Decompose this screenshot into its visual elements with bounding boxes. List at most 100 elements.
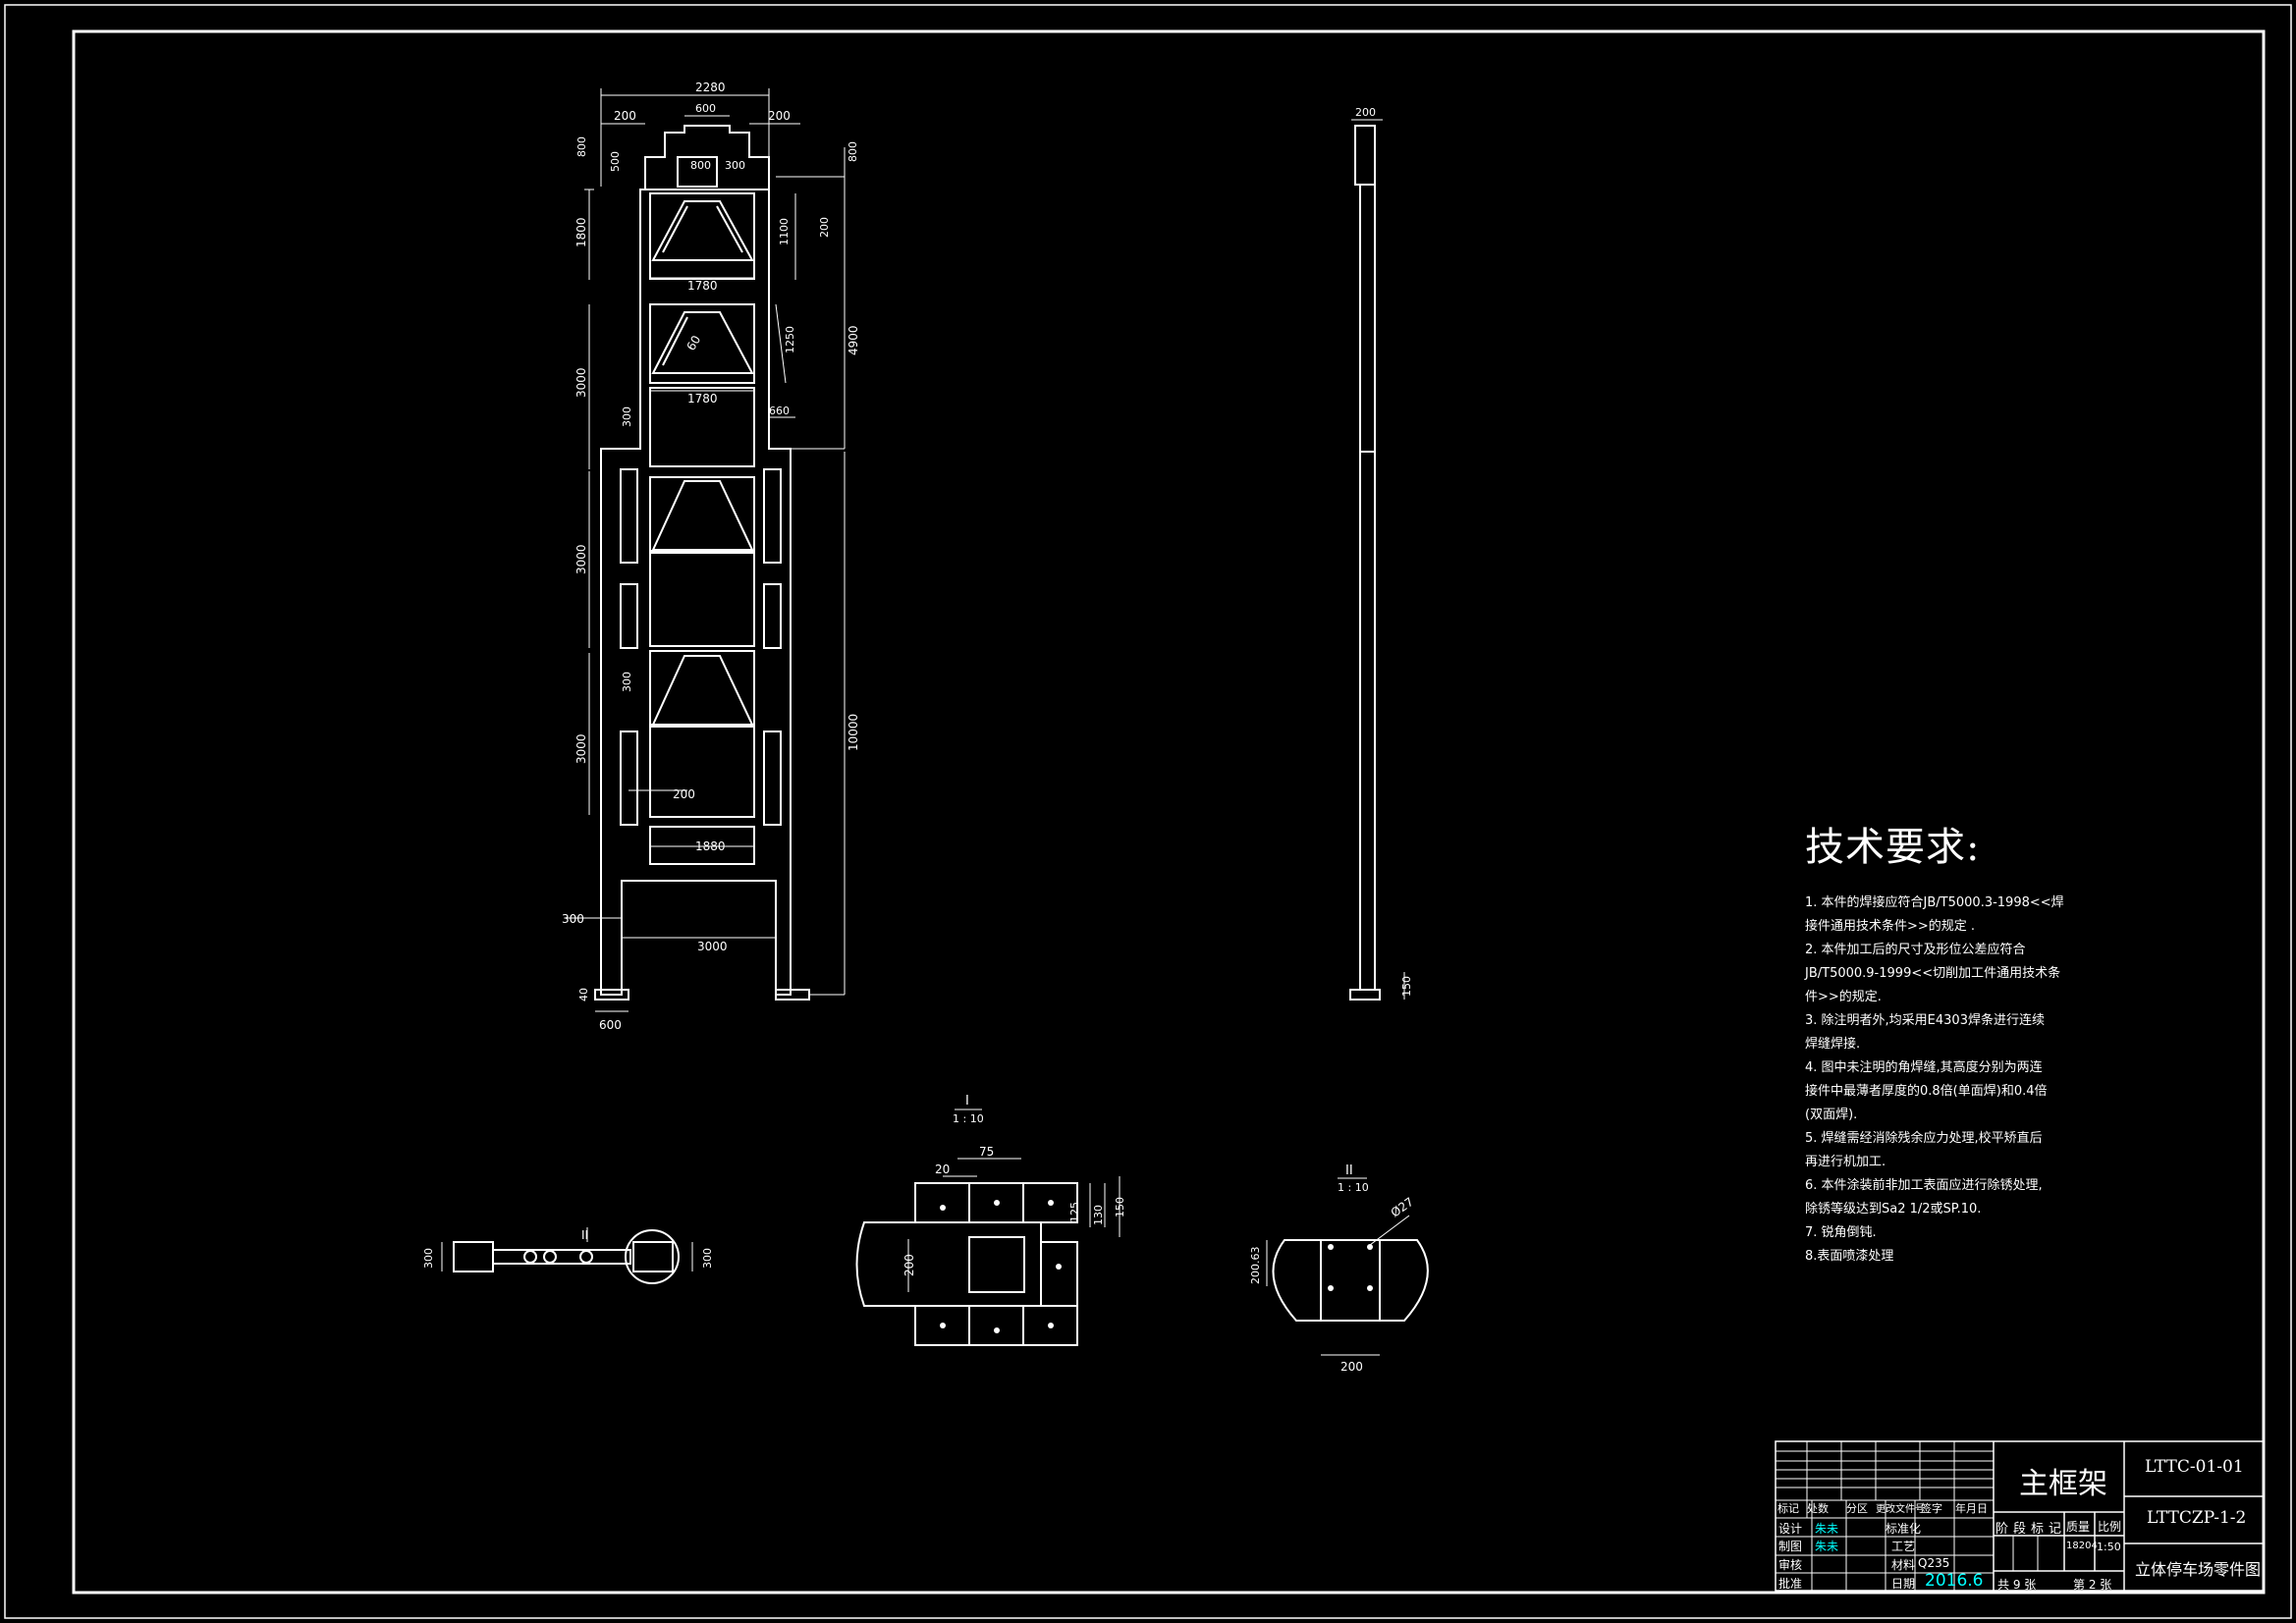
detail-i-center [968,1236,1025,1293]
tb-scale: 1:50 [2097,1541,2121,1553]
dim-cap-offset: 300 [725,159,745,172]
tech-line: 再进行机加工. [1805,1155,1886,1169]
dim-bottom-bar: 1880 [695,839,726,853]
tb-part-name: 主框架 [2019,1467,2107,1501]
dim-truss-offset: 200 [818,217,831,238]
bay-1 [649,192,755,280]
tb-standardize-label: 标准化 [1886,1522,1922,1536]
tb-design-label: 设计 [1778,1522,1803,1536]
dim-i-150: 150 [1114,1197,1126,1217]
dim-leg-span: 3000 [697,940,728,953]
detail-i-title: I [965,1094,969,1109]
dim-post-gap: 300 [621,672,633,692]
dim-foot-width: 600 [599,1018,622,1032]
outer-border [4,4,2292,1619]
tb-scale-label: 比例 [2098,1520,2122,1534]
tb-designer: 朱未 [1815,1522,1839,1536]
tb-date: 2016.6 [1925,1571,1984,1591]
truss-2 [651,311,754,374]
bay-8 [649,826,755,865]
dim-i-200: 200 [902,1254,916,1276]
tech-list: 1. 本件的焊接应符合JB/T5000.3-1998<<焊 接件通用技术条件>>… [1805,892,2100,1269]
dim-cap-width: 600 [695,102,716,115]
top-left-block [453,1241,494,1272]
dim-top-right: 200 [768,109,791,123]
cap-outline [644,125,770,189]
tower-outer [600,189,792,996]
detail-i: I 1 : 10 75 20 125 130 150 200 [855,1094,1126,1346]
right-post-1 [763,468,782,564]
top-beam [492,1249,631,1265]
dim-lower-total: 10000 [847,714,860,751]
tech-line: 4. 图中未注明的角焊缝,其高度分别为两连 [1805,1060,2043,1075]
tb-sheet-no: 第 2 张 [2073,1578,2112,1592]
inner-border [72,29,2266,1595]
truss-1 [651,200,754,261]
dim-cap-step: 500 [609,151,622,172]
technical-requirements: 技术要求: 1. 本件的焊接应符合JB/T5000.3-1998<<焊 接件通用… [1805,815,2100,1269]
detail-ii-inner [1320,1239,1381,1322]
top-right-block [632,1241,674,1272]
left-post-3 [620,730,638,826]
detail-ii-plate [1272,1239,1429,1322]
tb-drawing-no-1: LTTC-01-01 [2145,1457,2244,1477]
cap-window [677,156,718,188]
front-view: 2280 200 200 600 800 300 800 500 800 180… [562,81,860,1032]
dim-foot-height: 40 [577,988,590,1001]
tech-heading: 技术要求: [1805,825,1981,870]
dim-cap-inner: 800 [690,159,711,172]
tech-line: 件>>的规定. [1805,990,1882,1004]
tb-weight-label: 质量 [2066,1520,2091,1534]
dim-side-base-height: 150 [1400,976,1413,997]
dim-truss-width-1: 1780 [687,279,718,293]
top-right-disc [625,1229,680,1284]
bay-6 [649,650,755,726]
tech-line: 5. 焊缝需经消除残余应力处理,校平矫直后 [1805,1131,2043,1146]
dim-upper-total: 4900 [847,325,860,355]
dim-cap-height-right: 800 [847,141,859,162]
tb-sheets-total: 共 9 张 [1997,1578,2037,1592]
tb-process-label: 工艺 [1891,1540,1916,1553]
tech-line: JB/T5000.9-1999<<切削加工件通用技术条 [1805,966,2061,981]
dim-top-left: 300 [422,1248,435,1269]
detail-i-plate [855,1221,1042,1307]
tech-line: (双面焊). [1805,1108,1858,1122]
tb-header-date: 年月日 [1955,1502,1988,1515]
dim-overall-width: 2280 [695,81,726,94]
tb-project: 立体停车场零件图 [2135,1560,2262,1579]
tb-drawing-label: 制图 [1778,1540,1803,1553]
bay-2 [649,303,755,384]
detail-ii-height: 200.63 [1249,1247,1262,1285]
tech-line: 除锈等级达到Sa2 1/2或SP.10. [1805,1202,1982,1217]
truss-4 [651,655,754,726]
tb-header-count: 处数 [1807,1502,1829,1515]
tb-stage-labels: 阶段标记 [1995,1522,2067,1537]
dim-truss-height-2: 1250 [784,326,796,353]
dim-bay3-height: 3000 [574,544,588,574]
left-post-1 [620,468,638,564]
detail-ii: II 1 : 10 Ø27 200.63 200 [1249,1163,1429,1374]
dim-bar-gap: 200 [673,787,695,801]
tb-drawing-no-2: LTTCZP-1-2 [2147,1508,2247,1528]
dim-truss-width-2: 1780 [687,392,718,406]
dim-i-20: 20 [935,1163,950,1176]
tb-date-label: 日期 [1891,1577,1916,1591]
tech-line: 8.表面喷漆处理 [1805,1249,1894,1264]
tb-header-mark: 标记 [1777,1502,1799,1515]
foot-left [594,989,629,1001]
side-view: 200 150 [1349,106,1413,1001]
dim-side-top-width: 200 [1355,106,1376,119]
title-block: 标记 处数 分区 更改文件号 签字 年月日 设计 朱未 标准化 制图 朱未 工艺… [1776,1441,2264,1592]
tb-header-sign: 签字 [1921,1502,1942,1515]
tech-line: 接件中最薄者厚度的0.8倍(单面焊)和0.4倍 [1805,1084,2048,1099]
dim-truss-angle: 60 [683,333,703,352]
dim-top-right: 300 [701,1248,714,1269]
dim-bay2-height: 3000 [574,367,588,398]
tb-header-zone: 分区 [1846,1502,1868,1515]
dim-i-130: 130 [1092,1205,1105,1225]
right-post-3 [763,730,782,826]
right-post-2 [763,583,782,649]
dim-i-125: 125 [1068,1202,1081,1222]
foot-right [775,989,810,1001]
